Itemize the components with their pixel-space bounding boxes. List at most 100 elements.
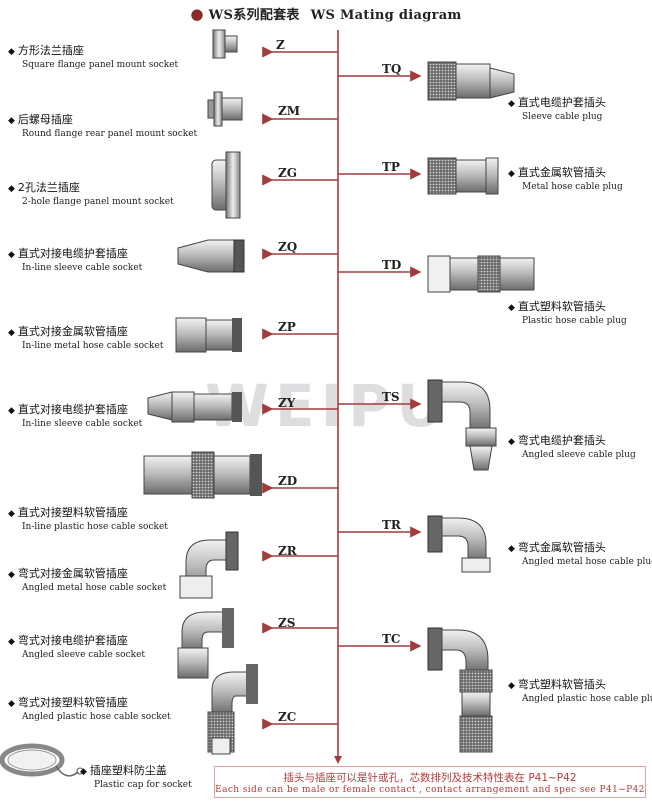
label-en: Angled metal hose cable socket: [22, 583, 167, 593]
bullet-icon: ◆: [8, 250, 15, 260]
label-en: Plastic hose cable plug: [522, 316, 627, 326]
label-en: Angled plastic hose cable plug: [522, 694, 652, 704]
label-cn: 弯式电缆护套插头: [517, 434, 606, 447]
label-en: Square flange panel mount socket: [22, 60, 179, 70]
bullet-icon: ◆: [8, 406, 15, 416]
right-code-tp: TP: [382, 160, 400, 174]
tc-plug-image: [427, 627, 493, 753]
label-en: In-line metal hose cable socket: [22, 341, 164, 351]
bullet-icon: ◆: [508, 437, 515, 447]
dust-cap-image: [0, 743, 84, 777]
cap-label-en: Plastic cap for socket: [94, 780, 192, 790]
label-cn: 直式电缆护套插头: [517, 96, 606, 109]
zd-socket-image: [143, 451, 262, 499]
note-en: Each side can be male or female contact …: [215, 785, 645, 795]
tq-plug-image: [427, 61, 515, 101]
right-item-tp-label: ◆直式金属软管插头 Metal hose cable plug: [508, 166, 623, 193]
label-en: Metal hose cable plug: [522, 182, 623, 192]
right-code-tr: TR: [382, 518, 401, 532]
left-code-zg: ZG: [278, 166, 298, 180]
ts-plug-image: [427, 379, 497, 471]
label-en: 2-hole flange panel mount socket: [22, 197, 174, 207]
zp-socket-image: [175, 317, 242, 353]
left-code-zr: ZR: [278, 544, 297, 558]
title-cn: WS系列配套表: [208, 8, 300, 23]
right-code-tc: TC: [382, 632, 401, 646]
right-item-ts-label: ◆弯式电缆护套插头 Angled sleeve cable plug: [508, 434, 636, 461]
label-en: Angled sleeve cable socket: [22, 650, 146, 660]
label-en: In-line sleeve cable socket: [22, 263, 143, 273]
bullet-icon: ◆: [8, 509, 15, 519]
label-cn: 直式塑料软管插头: [517, 300, 606, 313]
note-box: 插头与插座可以是针或孔，芯数排列及技术特性表在 P41~P42 Each sid…: [214, 766, 646, 798]
right-item-tq-label: ◆直式电缆护套插头 Sleeve cable plug: [508, 96, 606, 123]
bullet-icon: ◆: [8, 116, 15, 126]
bullet-icon: ◆: [508, 99, 515, 109]
label-cn: 直式对接金属软管插座: [17, 325, 128, 338]
right-item-tr-label: ◆弯式金属软管插头 Angled metal hose cable plug: [508, 541, 652, 568]
label-en: Angled sleeve cable plug: [522, 450, 636, 460]
cap-label: ◆插座塑料防尘盖 Plastic cap for socket: [80, 764, 192, 791]
left-item-zp-label: ◆直式对接金属软管插座 In-line metal hose cable sock…: [8, 325, 163, 352]
cap-bullet: ◆: [80, 767, 87, 777]
bullet-icon: ◆: [8, 47, 15, 57]
label-cn: 2孔法兰插座: [17, 181, 80, 194]
zg-socket-image: [211, 151, 241, 219]
label-cn: 弯式对接金属软管插座: [17, 567, 128, 580]
tp-plug-image: [427, 157, 499, 195]
zm-socket-image: [207, 91, 243, 127]
left-code-zy: ZY: [278, 396, 296, 410]
td-plug-image: [427, 255, 535, 293]
label-en: Angled metal hose cable plug: [522, 557, 652, 567]
label-cn: 直式金属软管插头: [517, 166, 606, 179]
bullet-icon: ◆: [8, 699, 15, 709]
label-cn: 弯式金属软管插头: [517, 541, 606, 554]
tr-plug-image: [427, 515, 491, 573]
zc-socket-image: [207, 664, 258, 755]
right-code-td: TD: [382, 258, 402, 272]
left-item-zc-label: ◆弯式对接塑料软管插座 Angled plastic hose cable soc…: [8, 696, 171, 723]
right-item-td-label: ◆直式塑料软管插头 Plastic hose cable plug: [508, 300, 627, 327]
bullet-icon: ◆: [8, 328, 15, 338]
left-code-zc: ZC: [278, 710, 297, 724]
label-en: Round flange rear panel mount socket: [22, 129, 198, 139]
zs-socket-image: [177, 608, 234, 679]
left-item-zr-label: ◆弯式对接金属软管插座 Angled metal hose cable socke…: [8, 567, 166, 594]
left-item-zy-label: ◆直式对接电缆护套插座 In-line sleeve cable socket: [8, 403, 142, 430]
label-en: Angled plastic hose cable socket: [22, 712, 171, 722]
label-cn: 方形法兰插座: [17, 44, 84, 57]
left-code-zs: ZS: [278, 616, 296, 630]
right-code-tq: TQ: [382, 62, 402, 76]
title-bullet: ●: [190, 5, 204, 23]
label-cn: 直式对接电缆护套插座: [17, 403, 128, 416]
bullet-icon: ◆: [508, 681, 515, 691]
zr-socket-image: [179, 531, 239, 599]
label-cn: 弯式对接塑料软管插座: [17, 696, 128, 709]
label-cn: 直式对接塑料软管插座: [17, 506, 128, 519]
left-code-zp: ZP: [278, 320, 296, 334]
zy-socket-image: [147, 391, 242, 423]
weipu-watermark: WEIPU: [205, 372, 450, 440]
bullet-icon: ◆: [508, 169, 515, 179]
title-en: WS Mating diagram: [310, 8, 462, 23]
trunk-arrow: [334, 756, 342, 764]
bullet-icon: ◆: [508, 303, 515, 313]
cap-label-cn: 插座塑料防尘盖: [89, 764, 167, 777]
left-code-zq: ZQ: [278, 240, 298, 254]
z-socket-image: [212, 29, 238, 59]
zq-socket-image: [177, 239, 245, 273]
right-code-ts: TS: [382, 390, 400, 404]
bullet-icon: ◆: [8, 570, 15, 580]
bullet-icon: ◆: [508, 544, 515, 554]
left-code-z: Z: [276, 38, 285, 52]
label-en: In-line sleeve cable socket: [22, 419, 143, 429]
label-en: Sleeve cable plug: [522, 112, 603, 122]
